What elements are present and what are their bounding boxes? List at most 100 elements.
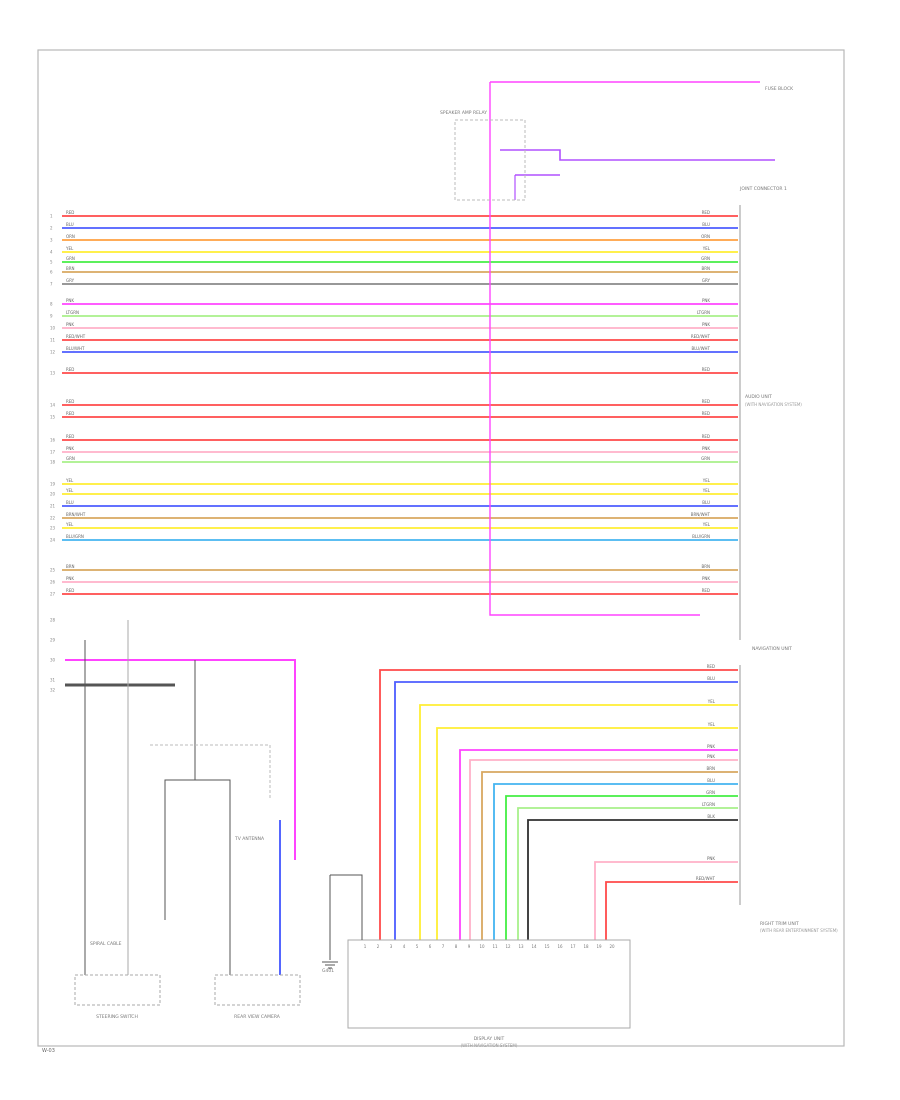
wire-code-right: ORN	[701, 234, 710, 239]
connector-top-label: JOINT CONNECTOR 1	[739, 186, 787, 192]
left-pin-label: 15	[50, 415, 56, 420]
display-pin-label: 13	[518, 944, 524, 949]
wire-code-left: PNK	[66, 298, 74, 303]
wire-code-left: BLU/GRN	[66, 534, 84, 539]
display-pin-label: 20	[609, 944, 615, 949]
display-wire-code: BLK	[707, 814, 715, 819]
wire-code-left: RED	[66, 411, 74, 416]
navigation-unit-label: NAVIGATION UNIT	[752, 646, 792, 652]
wire-code-left: YEL	[65, 522, 74, 527]
left-pin-label: 9	[50, 314, 53, 319]
wire-code-left: BRN	[66, 564, 75, 569]
wire-code-left: RED	[66, 399, 74, 404]
display-pin-label: 10	[479, 944, 485, 949]
display-wire-code: BLU	[707, 778, 715, 783]
left-pin-label: 20	[50, 492, 56, 497]
display-wire-code: PNK	[707, 744, 715, 749]
wire-code-left: LTGRN	[66, 310, 79, 315]
wire-code-right: BLU	[702, 500, 710, 505]
left-pin-label: 6	[50, 270, 53, 275]
bottom-wire-group: REDBLUYELYELPNKPNKBRNBLUGRNLTGRNBLKPNKRE…	[379, 664, 738, 940]
display-pin-label: 2	[377, 944, 380, 949]
wire-code-right: BRN	[701, 564, 710, 569]
wire-code-left: PNK	[66, 322, 74, 327]
display-pin-label: 5	[416, 944, 419, 949]
tv-antenna-label: TV ANTENNA	[234, 836, 265, 842]
display-wire	[436, 727, 738, 940]
left-pin-label: 7	[50, 282, 53, 287]
audio-unit: AUDIO UNIT (WITH NAVIGATION SYSTEM)	[739, 205, 802, 640]
display-wire	[517, 807, 738, 940]
wire-code-right: RED	[702, 434, 710, 439]
wire-code-left: GRY	[66, 278, 75, 283]
display-pin-label: 19	[596, 944, 602, 949]
display-pin-label: 18	[583, 944, 589, 949]
fuse-drop-wire	[489, 82, 700, 616]
wire-code-right: BLU/GRN	[692, 534, 710, 539]
display-wire	[493, 783, 738, 940]
wire-code-right: RED	[702, 210, 710, 215]
left-pin-label: 30	[50, 658, 56, 663]
wire-code-right: YEL	[702, 488, 711, 493]
right-unit-note: (WITH REAR ENTERTAINMENT SYSTEM)	[760, 928, 838, 933]
display-pin-label: 12	[505, 944, 511, 949]
display-unit-note: (WITH NAVIGATION SYSTEM)	[461, 1043, 518, 1048]
left-pin-label: 29	[50, 638, 56, 643]
left-pin-label: 10	[50, 326, 56, 331]
wire-code-right: RED	[702, 399, 710, 404]
display-wire	[419, 704, 738, 940]
wire-code-right: YEL	[702, 478, 711, 483]
display-wire	[379, 669, 738, 940]
display-wire-code: RED/WHT	[696, 876, 716, 881]
wire-code-left: PNK	[66, 576, 74, 581]
left-pin-label: 1	[50, 214, 53, 219]
steering-switch-box	[74, 974, 161, 1006]
wire-code-right: GRY	[702, 278, 711, 283]
left-lower-section: STEERING SWITCH REAR VIEW CAMERA SPIRAL …	[65, 620, 363, 1020]
camera-label: REAR VIEW CAMERA	[234, 1014, 281, 1020]
gray-wire-3	[195, 779, 231, 975]
dashed-box-1	[150, 744, 271, 800]
left-pin-label: 16	[50, 438, 56, 443]
display-pin-label: 6	[429, 944, 432, 949]
left-pin-label: 3	[50, 238, 53, 243]
relay-out-wire-1	[500, 149, 775, 161]
wire-code-right: RED	[702, 367, 710, 372]
ground-symbol	[322, 961, 338, 969]
display-pin-label: 1	[364, 944, 367, 949]
wire-code-left: YEL	[65, 488, 74, 493]
wire-code-left: YEL	[65, 246, 74, 251]
wire-code-left: GRN	[66, 456, 75, 461]
left-pin-label: 27	[50, 592, 56, 597]
wire-code-left: BRN	[66, 266, 75, 271]
display-pin-label: 9	[468, 944, 471, 949]
wire-code-left: ORN	[66, 234, 75, 239]
display-unit-box	[347, 939, 631, 1029]
left-pin-label: 11	[50, 338, 56, 343]
fuse-block-label: FUSE BLOCK	[765, 86, 794, 92]
wire-code-left: PNK	[66, 446, 74, 451]
fuse-block-section: FUSE BLOCK SPEAKER AMP RELAY JOINT CONNE…	[440, 81, 794, 616]
left-pin-label: 21	[50, 504, 56, 509]
wire-code-left: YEL	[65, 478, 74, 483]
display-pin-label: 17	[570, 944, 576, 949]
wire-code-left: GRN	[66, 256, 75, 261]
gray-wire-2	[164, 660, 196, 920]
wire-code-left: RED	[66, 367, 74, 372]
display-wire	[605, 881, 738, 940]
wire-code-left: RED	[66, 210, 74, 215]
right-unit-label: RIGHT TRIM UNIT	[760, 921, 799, 927]
wire-code-right: BLU/WHT	[692, 346, 711, 351]
wire-code-right: RED	[702, 411, 710, 416]
relay-label: SPEAKER AMP RELAY	[440, 110, 487, 116]
wire-code-right: RED/WHT	[691, 334, 711, 339]
left-pin-label: 25	[50, 568, 56, 573]
display-wire	[459, 749, 738, 940]
wire-code-right: PNK	[702, 446, 710, 451]
ground-wire	[330, 874, 363, 940]
navigation-unit: NAVIGATION UNIT RIGHT TRIM UNIT (WITH RE…	[739, 646, 838, 933]
wire-code-left: RED/WHT	[66, 334, 86, 339]
magenta-feed	[65, 659, 296, 860]
